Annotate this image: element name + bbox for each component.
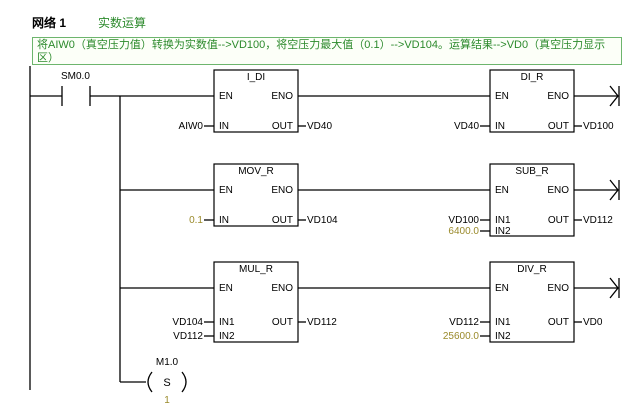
eno-arrow — [574, 85, 620, 107]
block-in: IN — [495, 121, 505, 132]
block-en: EN — [495, 283, 509, 294]
block-eno: ENO — [547, 91, 569, 102]
block-title: SUB_R — [515, 166, 548, 177]
block-en: EN — [219, 185, 233, 196]
coil-set-m1-0[interactable]: S M1.0 1 — [120, 357, 187, 406]
contact-address: SM0.0 — [61, 71, 90, 82]
network-header: 网络 1 实数运算 — [10, 4, 628, 66]
block-out: OUT — [272, 317, 293, 328]
coil-address: M1.0 — [156, 357, 179, 368]
eno-arrow — [574, 179, 620, 201]
eno-arrow — [574, 277, 620, 299]
block-in1: IN1 — [495, 317, 511, 328]
block-out: OUT — [272, 121, 293, 132]
block-mul-r[interactable]: MUL_R EN ENO IN1 IN2 OUT — [213, 261, 299, 343]
network-comment[interactable]: 将AIW0（真空压力值）转换为实数值-->VD100，将空压力最大值（0.1）-… — [32, 37, 622, 65]
coil-count: 1 — [164, 395, 170, 406]
block-in2: IN2 — [495, 331, 511, 342]
block-in: IN — [219, 215, 229, 226]
block-eno: ENO — [271, 283, 293, 294]
block-div-r[interactable]: DIV_R EN ENO IN1 IN2 OUT — [489, 261, 575, 343]
coil-type: S — [163, 377, 170, 389]
block-in2: IN2 — [495, 226, 511, 237]
block-eno: ENO — [547, 283, 569, 294]
block-out: OUT — [548, 317, 569, 328]
operand-in1[interactable]: VD112 — [449, 317, 479, 328]
operand-out[interactable]: VD104 — [307, 215, 338, 226]
operand-in2-constant[interactable]: 25600.0 — [443, 331, 480, 342]
block-eno: ENO — [271, 185, 293, 196]
block-eno: ENO — [271, 91, 293, 102]
block-en: EN — [219, 283, 233, 294]
block-title: DI_R — [521, 72, 544, 83]
block-en: EN — [219, 91, 233, 102]
block-out: OUT — [548, 215, 569, 226]
block-in2: IN2 — [219, 331, 235, 342]
operand-out[interactable]: VD100 — [583, 121, 614, 132]
block-en: EN — [495, 91, 509, 102]
block-i-di[interactable]: I_DI EN ENO IN OUT — [213, 69, 299, 133]
block-in: IN — [219, 121, 229, 132]
operand-in-constant[interactable]: 0.1 — [189, 215, 203, 226]
operand-in2[interactable]: VD112 — [173, 331, 203, 342]
operand-in[interactable]: AIW0 — [179, 121, 204, 132]
block-title: I_DI — [247, 72, 265, 83]
operand-in1[interactable]: VD104 — [172, 317, 203, 328]
operand-out[interactable]: VD0 — [583, 317, 603, 328]
block-out: OUT — [272, 215, 293, 226]
block-mov-r[interactable]: MOV_R EN ENO IN OUT — [213, 163, 299, 227]
network-subtitle[interactable]: 实数运算 — [98, 16, 147, 30]
operand-out[interactable]: VD112 — [307, 317, 337, 328]
network-title[interactable]: 网络 1 — [32, 16, 67, 30]
block-di-r[interactable]: DI_R EN ENO IN OUT — [489, 69, 575, 133]
operand-in2-constant[interactable]: 6400.0 — [448, 226, 479, 237]
block-title: MUL_R — [239, 264, 273, 275]
block-sub-r[interactable]: SUB_R EN ENO IN1 IN2 OUT — [489, 163, 575, 237]
block-title: MOV_R — [238, 166, 274, 177]
block-out: OUT — [548, 121, 569, 132]
block-title: DIV_R — [517, 264, 546, 275]
operand-out[interactable]: VD40 — [307, 121, 332, 132]
operand-in[interactable]: VD40 — [454, 121, 479, 132]
contact-sm0-0[interactable]: SM0.0 — [30, 71, 91, 106]
block-eno: ENO — [547, 185, 569, 196]
block-in1: IN1 — [495, 215, 511, 226]
block-in1: IN1 — [219, 317, 235, 328]
block-en: EN — [495, 185, 509, 196]
operand-in1[interactable]: VD100 — [448, 215, 479, 226]
operand-out[interactable]: VD112 — [583, 215, 613, 226]
